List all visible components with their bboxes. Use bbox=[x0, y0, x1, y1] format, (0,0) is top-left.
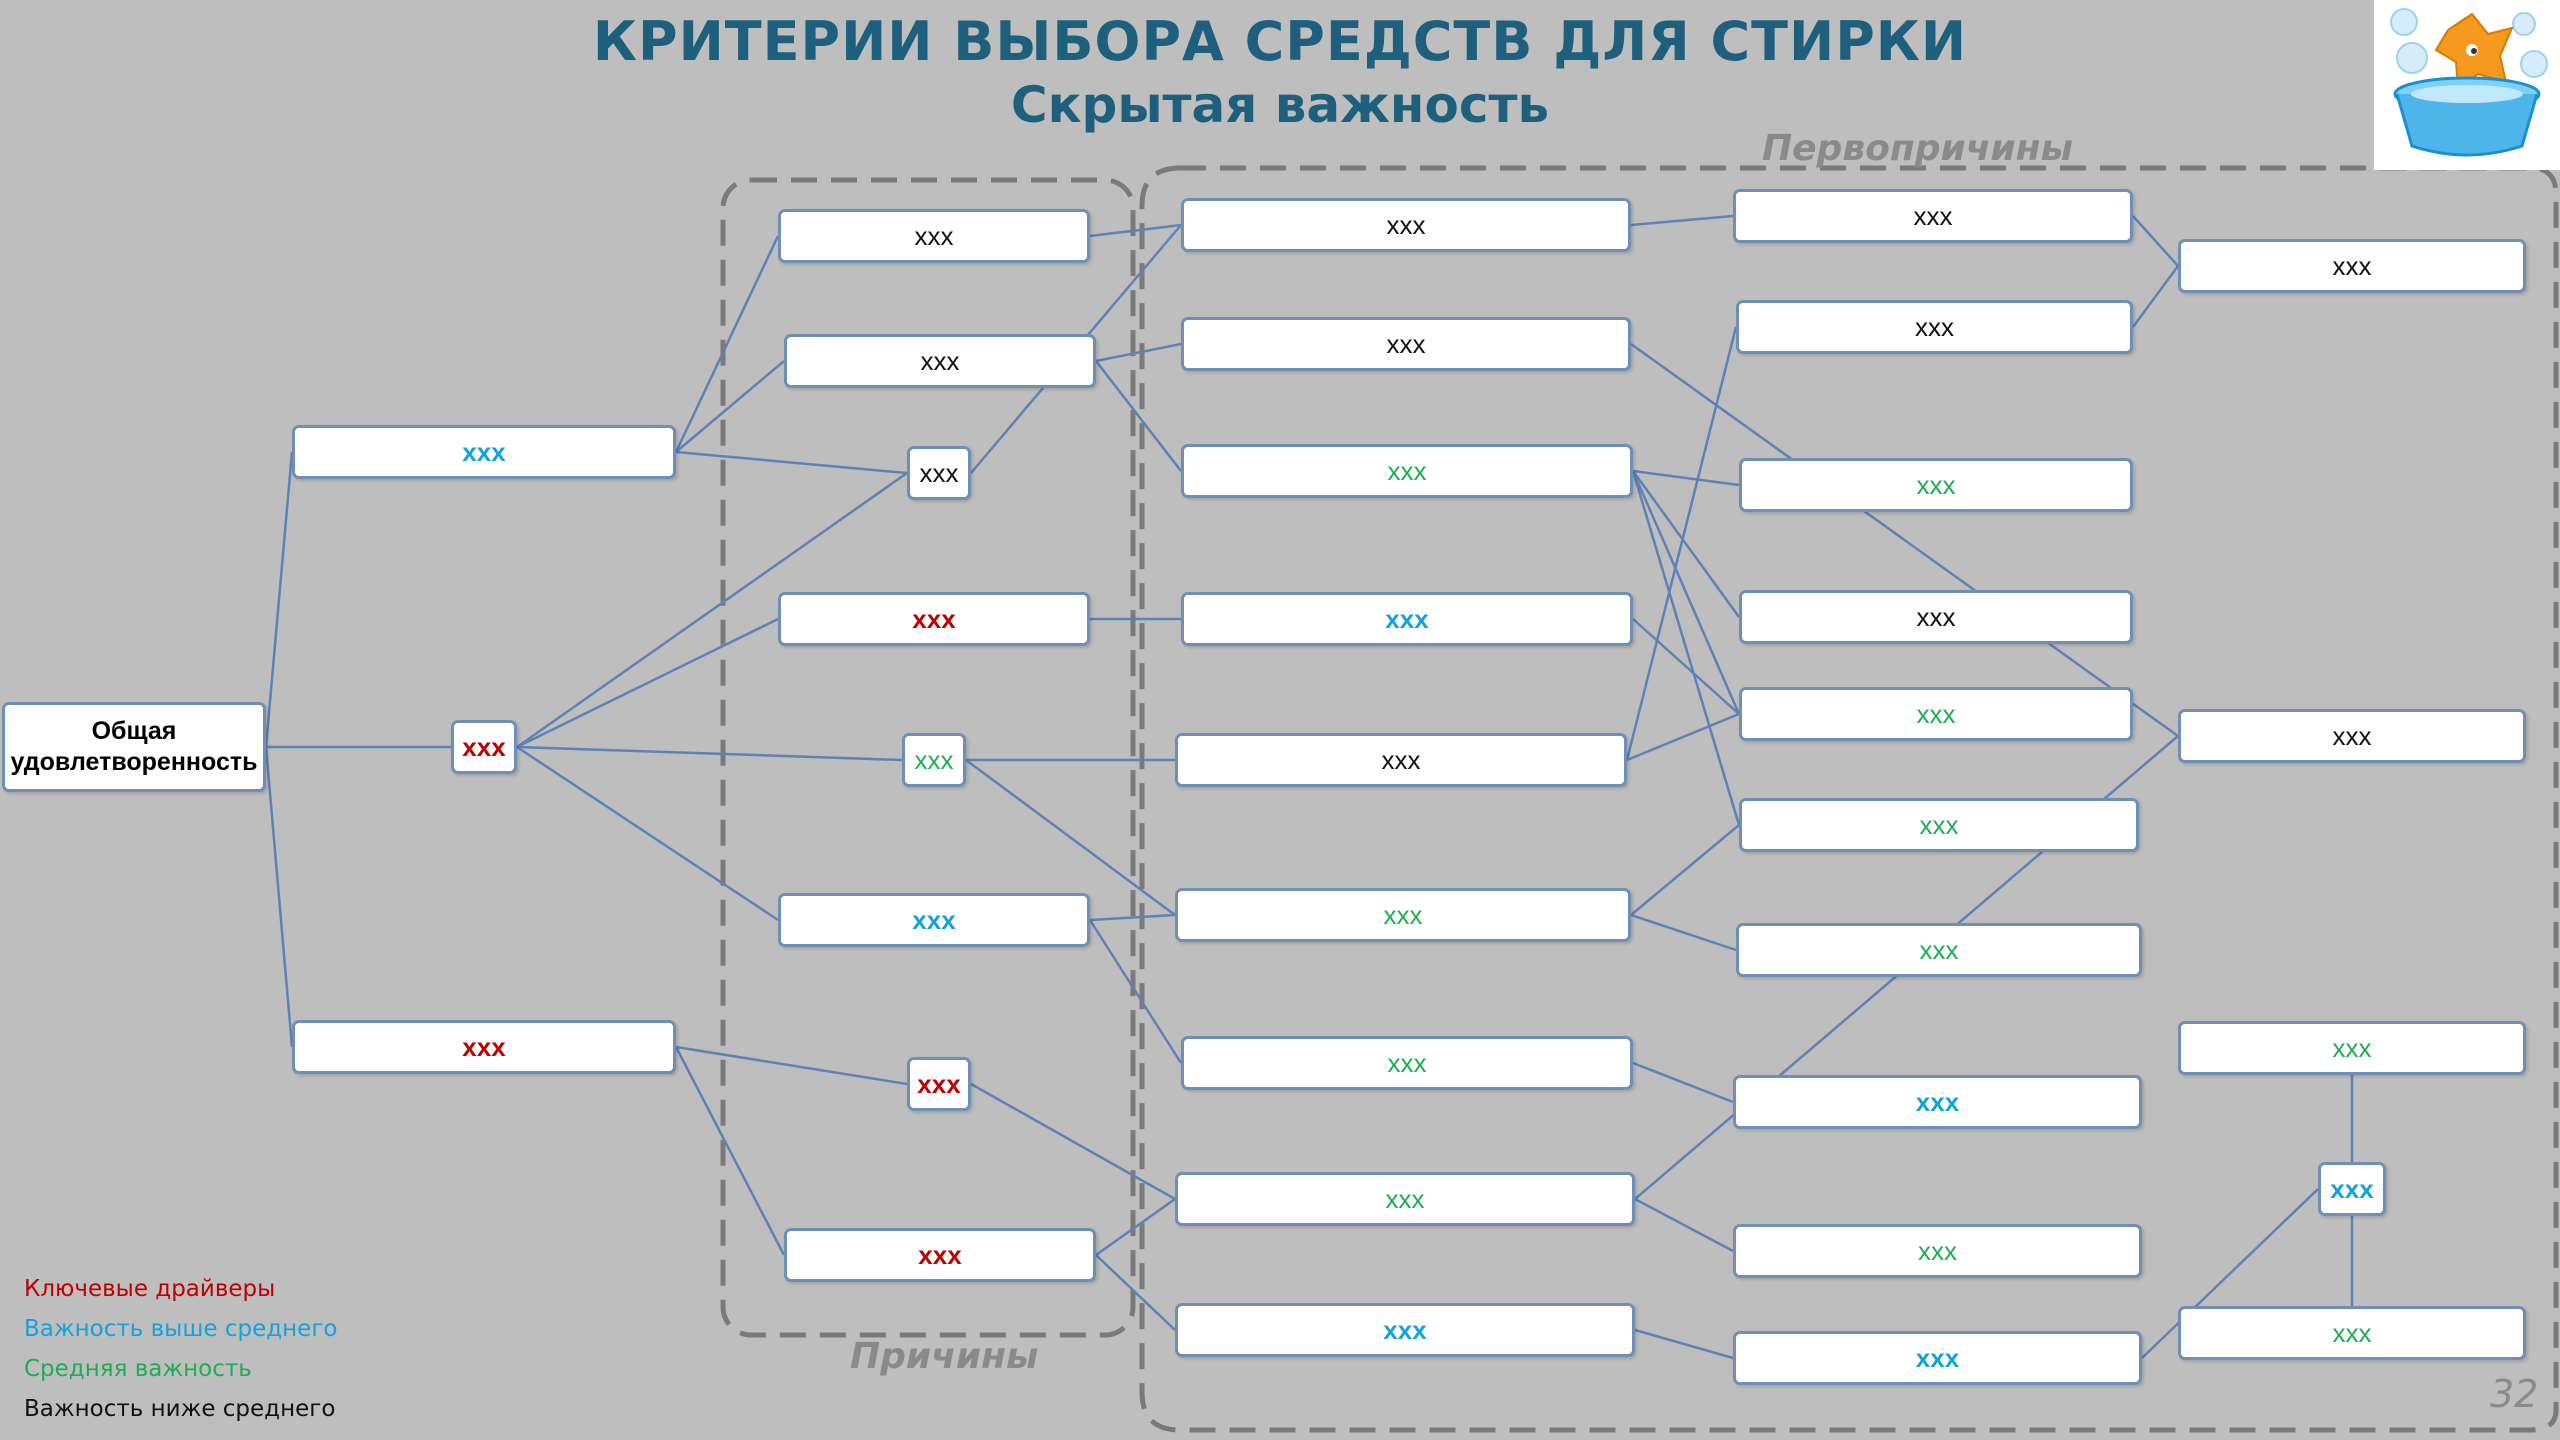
node-m2: ххх bbox=[1181, 317, 1631, 371]
connector-l1b-c4 bbox=[516, 617, 779, 749]
connector-c6-m6 bbox=[1089, 913, 1176, 922]
node-p8: ххх bbox=[1733, 1075, 2142, 1129]
connector-l1a-c2 bbox=[675, 360, 785, 453]
legend-key-drivers: Ключевые драйверы bbox=[24, 1276, 276, 1302]
connector-c5-m6 bbox=[965, 758, 1176, 917]
node-p1: ххх bbox=[1733, 189, 2133, 243]
page-subtitle: Скрытая важность bbox=[1010, 76, 1550, 134]
node-q4: ххх bbox=[2318, 1162, 2386, 1216]
legend-below-average: Важность ниже среднего bbox=[24, 1396, 336, 1422]
node-m1: ххх bbox=[1181, 198, 1631, 252]
connector-l1c-c7 bbox=[675, 1045, 908, 1086]
connector-c7-m8 bbox=[970, 1082, 1176, 1201]
node-p7: ххх bbox=[1736, 923, 2142, 977]
connector-c2-m3 bbox=[1095, 360, 1182, 472]
connector-p2-q1 bbox=[2131, 265, 2180, 328]
node-c2: ххх bbox=[784, 334, 1096, 388]
connector-m6-p7 bbox=[1630, 913, 1737, 952]
causes-label: Причины bbox=[850, 1336, 1039, 1377]
connector-l1b-c6 bbox=[516, 745, 779, 922]
connector-l1b-c5 bbox=[516, 745, 903, 762]
root-causes-area bbox=[1139, 165, 2559, 1433]
connector-c8-m8 bbox=[1095, 1197, 1176, 1257]
connector-root-l1c bbox=[264, 746, 294, 1048]
connector-c6-m7 bbox=[1088, 919, 1183, 1064]
node-c7: ххх bbox=[907, 1057, 971, 1111]
node-p9: ххх bbox=[1733, 1224, 2142, 1278]
node-p6: ххх bbox=[1739, 798, 2139, 852]
node-c5: ххх bbox=[902, 733, 966, 787]
node-m9: ххх bbox=[1175, 1303, 1635, 1357]
node-q2: ххх bbox=[2178, 709, 2526, 763]
node-overall-satisfaction: Общая удовлетворенность bbox=[2, 702, 266, 792]
node-c3: ххх bbox=[907, 446, 971, 500]
connector-l1a-c1 bbox=[674, 235, 780, 453]
node-m8: ххх bbox=[1175, 1172, 1635, 1226]
node-q1: ххх bbox=[2178, 239, 2526, 293]
connector-m3-p3 bbox=[1632, 469, 1740, 487]
connector-c8-m9 bbox=[1095, 1254, 1176, 1331]
connector-m8-p9 bbox=[1634, 1197, 1734, 1253]
connector-m9-p10 bbox=[1634, 1328, 1734, 1360]
connector-p10-q4 bbox=[2141, 1188, 2319, 1359]
connector-l1b-c3 bbox=[516, 471, 908, 749]
node-p2: ххх bbox=[1736, 300, 2133, 354]
root-causes-label: Первопричины bbox=[1762, 128, 2074, 169]
node-p4: ххх bbox=[1739, 590, 2133, 644]
node-m4: ххх bbox=[1181, 592, 1633, 646]
legend-average: Средняя важность bbox=[24, 1356, 252, 1382]
node-q3: ххх bbox=[2178, 1021, 2526, 1075]
node-q5: ххх bbox=[2178, 1306, 2526, 1360]
connector-root-l1a bbox=[264, 451, 294, 748]
connector-l1c-c8 bbox=[674, 1046, 786, 1256]
connector-m3-p6 bbox=[1631, 470, 1741, 826]
node-m6: ххх bbox=[1175, 888, 1631, 942]
page-number: 32 bbox=[2490, 1372, 2539, 1416]
node-c6: ххх bbox=[778, 893, 1090, 947]
connector-c1-m1 bbox=[1089, 223, 1182, 238]
node-p3: ххх bbox=[1739, 458, 2133, 512]
node-l1a: ххх bbox=[292, 425, 676, 479]
node-c8: ххх bbox=[784, 1228, 1096, 1282]
connector-m5-p2 bbox=[1625, 326, 1738, 761]
connector-m3-p4 bbox=[1631, 470, 1741, 618]
connector-m2-q2 bbox=[1630, 342, 2179, 738]
node-p10: ххх bbox=[1733, 1331, 2142, 1385]
connector-m1-p1 bbox=[1630, 214, 1734, 227]
connector-m7-p8 bbox=[1632, 1061, 1734, 1104]
connector-m5-p5 bbox=[1626, 712, 1740, 762]
legend-above-average: Важность выше среднего bbox=[24, 1316, 338, 1342]
page-title: КРИТЕРИИ ВЫБОРА СРЕДСТВ ДЛЯ СТИРКИ bbox=[592, 10, 1968, 73]
connector-p1-q1 bbox=[2132, 215, 2179, 267]
laundry-basin-icon bbox=[2374, 0, 2560, 170]
node-c1: ххх bbox=[778, 209, 1090, 263]
connector-m3-p5 bbox=[1631, 470, 1741, 715]
node-m7: ххх bbox=[1181, 1036, 1633, 1090]
connector-l1a-c3 bbox=[675, 450, 908, 475]
node-m3: ххх bbox=[1181, 444, 1633, 498]
connector-c2-m2 bbox=[1095, 342, 1182, 363]
node-l1c: ххх bbox=[292, 1020, 676, 1074]
node-c4: ххх bbox=[778, 592, 1090, 646]
node-l1b: ххх bbox=[451, 720, 517, 774]
node-m5: ххх bbox=[1175, 733, 1627, 787]
causes-area bbox=[720, 177, 1136, 1338]
connector-m6-p6 bbox=[1630, 824, 1740, 916]
node-p5: ххх bbox=[1739, 687, 2133, 741]
connector-m4-p5 bbox=[1632, 618, 1740, 715]
